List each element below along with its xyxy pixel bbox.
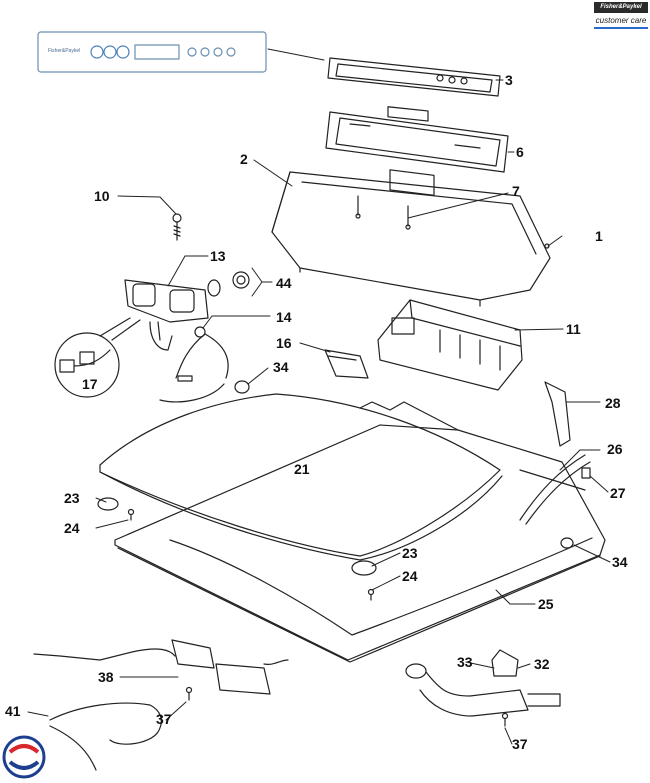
- part-6-display-board: [325, 111, 509, 196]
- label-34a: 34: [273, 359, 289, 375]
- circle-logo: [2, 735, 46, 779]
- label-44: 44: [276, 275, 292, 291]
- label-25: 25: [538, 596, 554, 612]
- label-7: 7: [512, 183, 520, 199]
- part-25-top-deck: [114, 401, 606, 663]
- label-23b: 23: [402, 545, 418, 561]
- brand-logo-top: Fisher&Paykel: [594, 2, 648, 13]
- panel-brand-text: Fisher&Paykel: [48, 48, 80, 54]
- label-21: 21: [294, 461, 310, 477]
- part-16-lid-switch: [324, 349, 369, 379]
- part-28-bracket: [544, 381, 571, 447]
- label-34b: 34: [612, 554, 628, 570]
- part-2-console-housing: [271, 171, 551, 307]
- control-panel-front-view: Fisher&Paykel: [37, 31, 267, 73]
- label-24a: 24: [64, 520, 80, 536]
- label-38: 38: [98, 669, 114, 685]
- label-37b: 37: [512, 736, 528, 752]
- label-24b: 24: [402, 568, 418, 584]
- part-14-harness: [159, 326, 229, 403]
- part-13-inlet-valve: [124, 279, 209, 351]
- part-41-harness: [49, 702, 162, 771]
- label-41: 41: [5, 703, 21, 719]
- part-24-screws: [127, 508, 375, 601]
- part-10-screw: [172, 213, 182, 241]
- part-38-lid-lock: [33, 639, 289, 701]
- part-32-33-hose: [405, 649, 561, 727]
- part-23-caps: [97, 497, 377, 576]
- label-6: 6: [516, 144, 524, 160]
- label-17: 17: [82, 376, 98, 392]
- leader-lines: [27, 48, 611, 745]
- part-labels: 3 6 2 7 10 1 13 44 14 11 16 34 17 28 26 …: [5, 72, 628, 752]
- part-44-fittings: [207, 271, 250, 297]
- label-32: 32: [534, 656, 550, 672]
- brand-logo: Fisher&Paykel customer care: [594, 2, 648, 29]
- label-26: 26: [607, 441, 623, 457]
- label-14: 14: [276, 309, 292, 325]
- label-1: 1: [595, 228, 603, 244]
- label-2: 2: [240, 151, 248, 167]
- label-27: 27: [610, 485, 626, 501]
- brand-logo-bottom: customer care: [594, 15, 648, 29]
- part-3-fascia: [327, 57, 501, 122]
- label-10: 10: [94, 188, 110, 204]
- label-16: 16: [276, 335, 292, 351]
- label-28: 28: [605, 395, 621, 411]
- label-13: 13: [210, 248, 226, 264]
- label-37a: 37: [156, 711, 172, 727]
- part-27-clip: [581, 467, 591, 479]
- part-17-detail-circle: [54, 317, 141, 398]
- label-23a: 23: [64, 490, 80, 506]
- part-21-lid: [99, 393, 503, 561]
- part-11-motor-controller: [377, 299, 523, 391]
- label-11: 11: [566, 321, 581, 337]
- label-33: 33: [457, 654, 473, 670]
- part-34-bumper: [234, 380, 574, 549]
- label-3: 3: [505, 72, 513, 88]
